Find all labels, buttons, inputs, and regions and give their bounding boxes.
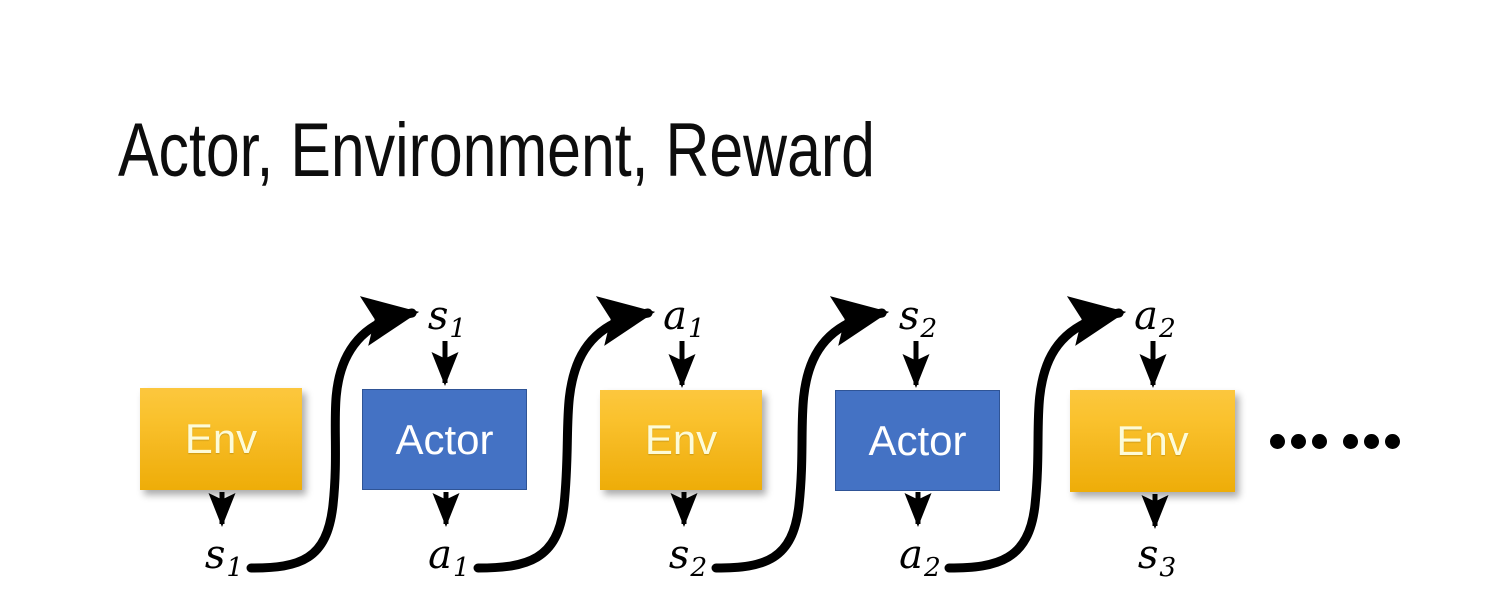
var-sub: 1	[449, 312, 467, 344]
ellipsis-dot	[1312, 434, 1327, 449]
node-label: Actor	[395, 415, 494, 463]
var-base: s	[898, 293, 920, 339]
output-label-a2: a2	[899, 535, 941, 581]
ellipsis-dot	[1364, 434, 1379, 449]
var-sub: 2	[920, 312, 938, 344]
node-label: Env	[644, 416, 718, 463]
var-sub: 1	[453, 551, 470, 583]
output-arrows	[208, 492, 1169, 530]
node-label: Actor	[868, 416, 967, 464]
input-label-a1: a1	[663, 296, 705, 342]
var-sub: 3	[1159, 551, 1177, 583]
node-env-3[interactable]: Env	[1070, 390, 1235, 492]
output-label-s2: s2	[669, 535, 707, 581]
page-title: Actor, Environment, Reward	[118, 108, 875, 193]
var-sub: 2	[690, 551, 708, 583]
ellipsis-dot	[1343, 434, 1358, 449]
input-arrows	[431, 341, 1167, 389]
ellipsis-dot	[1270, 434, 1285, 449]
var-sub: 1	[688, 312, 705, 344]
input-label-s2: s2	[899, 296, 937, 342]
var-base: a	[428, 532, 453, 578]
node-actor-2[interactable]: Actor	[835, 390, 1000, 491]
output-label-a1: a1	[428, 535, 470, 581]
ellipsis-icon	[1270, 434, 1400, 449]
var-base: a	[663, 293, 688, 339]
node-env-1[interactable]: Env	[140, 388, 302, 490]
var-base: s	[204, 532, 226, 578]
var-sub: 1	[226, 551, 244, 583]
var-base: s	[1137, 532, 1159, 578]
input-label-a2: a2	[1134, 296, 1176, 342]
ellipsis-dot	[1291, 434, 1306, 449]
var-base: s	[427, 293, 449, 339]
node-actor-1[interactable]: Actor	[362, 389, 527, 490]
node-label: Env	[184, 415, 258, 462]
node-label: Env	[1116, 417, 1189, 464]
var-base: a	[1134, 293, 1159, 339]
var-sub: 2	[1159, 312, 1176, 344]
var-base: s	[668, 532, 690, 578]
node-env-2[interactable]: Env	[600, 390, 762, 490]
var-sub: 2	[924, 551, 941, 583]
output-label-s1: s1	[205, 535, 243, 581]
output-label-s3: s3	[1138, 535, 1176, 581]
var-base: a	[899, 532, 924, 578]
ellipsis-dot	[1385, 434, 1400, 449]
input-label-s1: s1	[428, 296, 466, 342]
